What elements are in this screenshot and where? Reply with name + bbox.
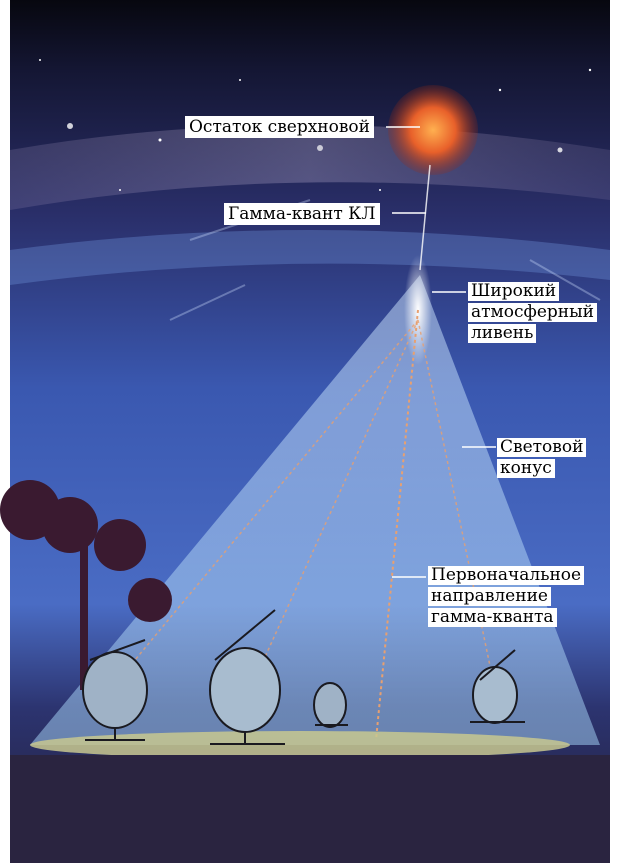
label-light-cone-line-2: конус [497,459,555,478]
gamma-ray-path [419,164,431,271]
ground-disc [30,731,570,759]
light-cone [30,275,600,745]
label-gamma-quantum: Гамма-квант КЛ [224,203,380,225]
leader-lines [386,126,496,578]
telescope-2 [209,609,285,745]
initial-direction-line [375,309,419,741]
atmosphere-layer [10,230,610,285]
label-initial-direction-line-3: гамма-кванта [428,608,557,627]
label-air-shower-line-3: ливень [468,324,537,343]
label-initial-direction-line-1: Первоначальное [428,566,585,585]
label-initial-direction: Первоначальное направление гамма-кванта [428,566,585,629]
label-light-cone: Световой конус [497,438,587,480]
label-initial-direction-line-2: направление [428,587,551,606]
tree-silhouette [0,480,172,690]
stars [39,59,592,191]
label-supernova-remnant: Остаток сверхновой [185,116,374,138]
label-air-shower-line-2: атмосферный [468,303,597,322]
ground [10,755,610,863]
telescope-1 [82,639,148,741]
label-air-shower: Широкий атмосферный ливень [468,282,597,345]
telescopes [82,609,525,745]
telescope-3 [313,682,348,728]
supernova-remnant [388,85,478,175]
telescope-4 [470,649,525,724]
label-light-cone-line-1: Световой [497,438,587,457]
photon-paths [109,319,496,691]
label-air-shower-line-1: Широкий [468,282,560,301]
